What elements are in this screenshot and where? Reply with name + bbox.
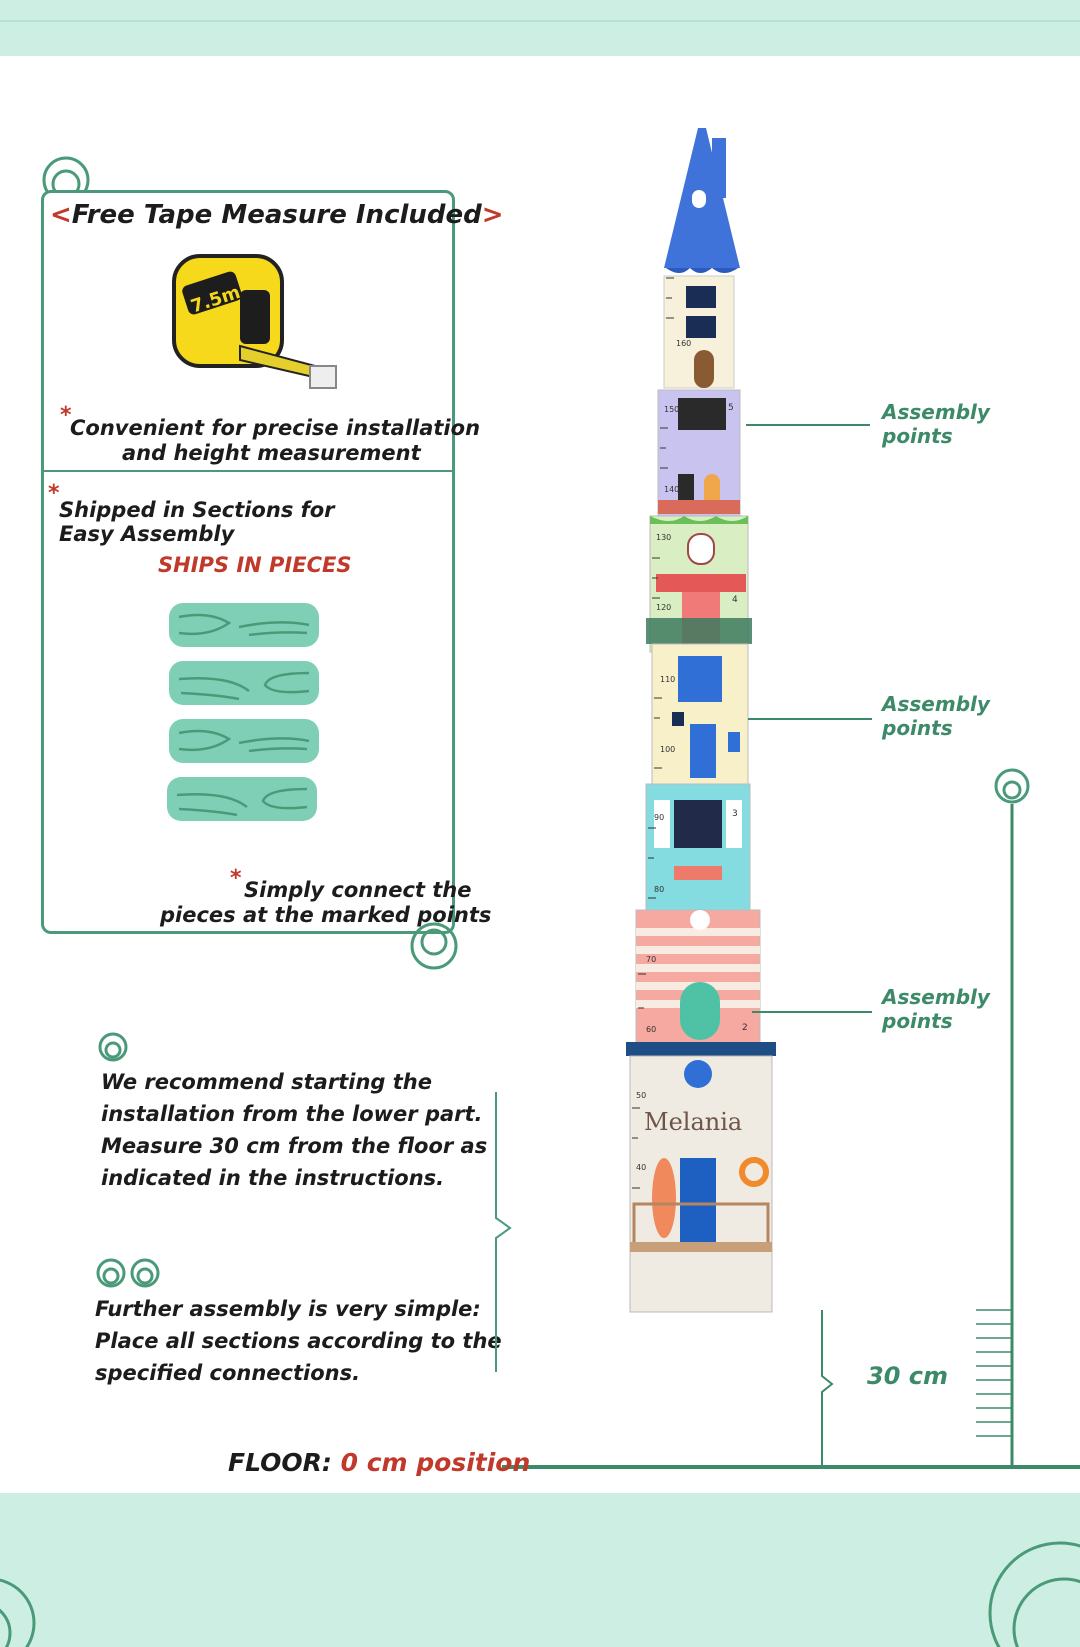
- ships-in-pieces: SHIPS IN PIECES: [158, 553, 352, 577]
- tape-title-text: Free Tape Measure Included: [71, 200, 482, 230]
- shipped-line2: Easy Assembly: [59, 522, 235, 546]
- scale-mark-text: 110: [660, 675, 675, 684]
- step1-line4: indicated in the instructions.: [101, 1166, 445, 1190]
- top-band-line: [0, 20, 1080, 22]
- step2-line2: Place all sections according to the: [95, 1329, 502, 1353]
- ring-decoration-icon: [0, 1578, 36, 1647]
- floor-label-text: FLOOR:: [228, 1448, 332, 1477]
- section-number: 3: [732, 809, 738, 819]
- tape-measure-icon: 7.5m: [172, 254, 337, 389]
- assembly-label-2: Assembly points: [882, 692, 990, 740]
- floor-position-text: 0 cm position: [340, 1448, 531, 1477]
- measure-bracket-icon: [821, 1310, 834, 1468]
- step2-line1: Further assembly is very simple:: [95, 1297, 481, 1321]
- assembly-label-line2: points: [882, 716, 953, 740]
- scale-mark-text: 80: [654, 885, 664, 894]
- step2-line3: specified connections.: [95, 1361, 361, 1385]
- scale-mark-text: 70: [646, 955, 656, 964]
- brace-icon: [495, 1092, 512, 1372]
- plank-piece: [169, 661, 319, 705]
- scale-mark-text: 40: [636, 1163, 646, 1172]
- assembly-label-line2: points: [882, 424, 953, 448]
- section-number: 2: [742, 1023, 748, 1033]
- panel-divider: [41, 470, 455, 472]
- tape-title: <Free Tape Measure Included>: [50, 200, 504, 230]
- tape-note-line1: Convenient for precise installation: [70, 416, 481, 440]
- assembly-line: [748, 718, 872, 720]
- connect-line1: Simply connect the: [244, 878, 472, 902]
- asterisk-1: *: [60, 403, 72, 428]
- bottom-band: [0, 1493, 1080, 1647]
- scale-mark-text: 60: [646, 1025, 656, 1034]
- scale-mark-text: 130: [656, 533, 671, 542]
- floor-line: [502, 1465, 1080, 1469]
- floor-label: FLOOR: 0 cm position: [228, 1448, 530, 1478]
- ring-decoration-icon: [410, 922, 458, 970]
- step-one-icon: [98, 1032, 128, 1062]
- plank-piece: [169, 603, 319, 647]
- chart-name: Melania: [644, 1108, 742, 1136]
- step1-line2: installation from the lower part.: [101, 1102, 483, 1126]
- title-bracket-close: >: [481, 200, 504, 230]
- assembly-line: [746, 424, 870, 426]
- assembly-label-line1: Assembly: [882, 985, 990, 1009]
- step1-line1: We recommend starting the: [101, 1070, 432, 1094]
- section-number: 5: [728, 403, 734, 413]
- assembly-label-line2: points: [882, 1009, 953, 1033]
- shipped-line1: Shipped in Sections for: [59, 498, 335, 522]
- scale-mark-text: 150: [664, 405, 679, 414]
- ring-decoration-icon: [988, 1541, 1080, 1647]
- scale-mark-text: 100: [660, 745, 675, 754]
- top-band: [0, 0, 1080, 56]
- step1-line3: Measure 30 cm from the floor as: [101, 1134, 488, 1158]
- scale-mark-text: 90: [654, 813, 664, 822]
- section-number: 4: [732, 595, 738, 605]
- scale-mark-text: 120: [656, 603, 671, 612]
- measuring-post-icon: [976, 768, 1030, 1468]
- plank-piece: [167, 777, 317, 821]
- assembly-label-3: Assembly points: [882, 985, 990, 1033]
- asterisk-2: *: [48, 481, 60, 506]
- measure-label: 30 cm: [867, 1362, 948, 1390]
- title-bracket-open: <: [50, 200, 72, 230]
- scale-mark-text: 50: [636, 1091, 646, 1100]
- asterisk-3: *: [230, 866, 242, 891]
- scale-mark-text: 140: [664, 485, 679, 494]
- assembly-label-1: Assembly points: [882, 400, 990, 448]
- tape-note-line2: and height measurement: [122, 441, 421, 465]
- assembly-line: [752, 1011, 872, 1013]
- growth-chart-illustration: 160 150 140 5 130 120 4 110 100 90 80 3 …: [626, 128, 776, 1313]
- assembly-label-line1: Assembly: [882, 400, 990, 424]
- plank-piece: [169, 719, 319, 763]
- assembly-label-line1: Assembly: [882, 692, 990, 716]
- scale-mark-text: 160: [676, 339, 691, 348]
- step-two-icon: [96, 1258, 160, 1288]
